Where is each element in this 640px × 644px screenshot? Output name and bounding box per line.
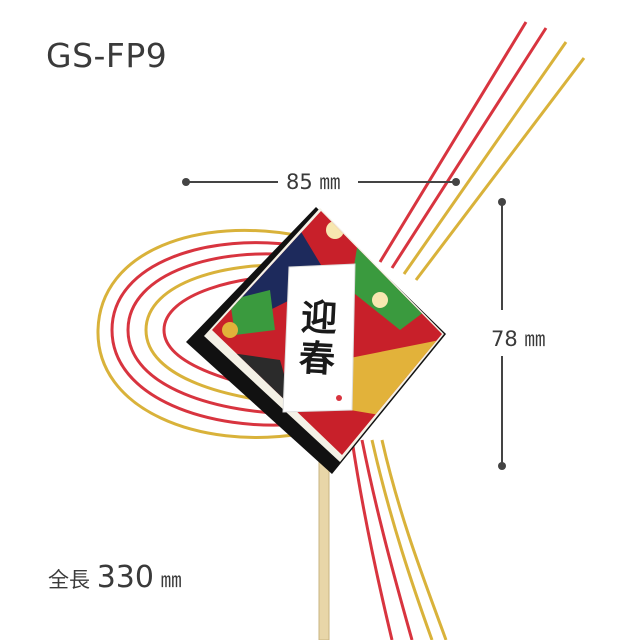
- mizuhiki-upper-cords: [378, 21, 586, 281]
- height-label: 78 ㎜: [491, 327, 546, 351]
- total-length-value: 330: [96, 560, 154, 595]
- card-seal: [336, 395, 342, 401]
- card-char-1: 迎: [300, 295, 339, 340]
- greeting-card: [282, 263, 356, 413]
- total-length-unit: ㎜: [160, 568, 182, 592]
- total-length-prefix: 全長: [48, 568, 90, 592]
- mizuhiki-loops: [96, 228, 301, 439]
- height-dimension-line: [498, 198, 506, 470]
- width-dimension-line: [182, 178, 460, 186]
- mizuhiki-lower-cords: [350, 439, 448, 641]
- total-length-label: 全長 330 ㎜: [48, 560, 182, 595]
- wooden-stick: [318, 439, 330, 641]
- card-calligraphy: 迎 春: [281, 266, 354, 411]
- card-char-2: 春: [297, 337, 337, 381]
- model-number: GS-FP9: [46, 36, 168, 75]
- width-label: 85 ㎜: [286, 170, 341, 194]
